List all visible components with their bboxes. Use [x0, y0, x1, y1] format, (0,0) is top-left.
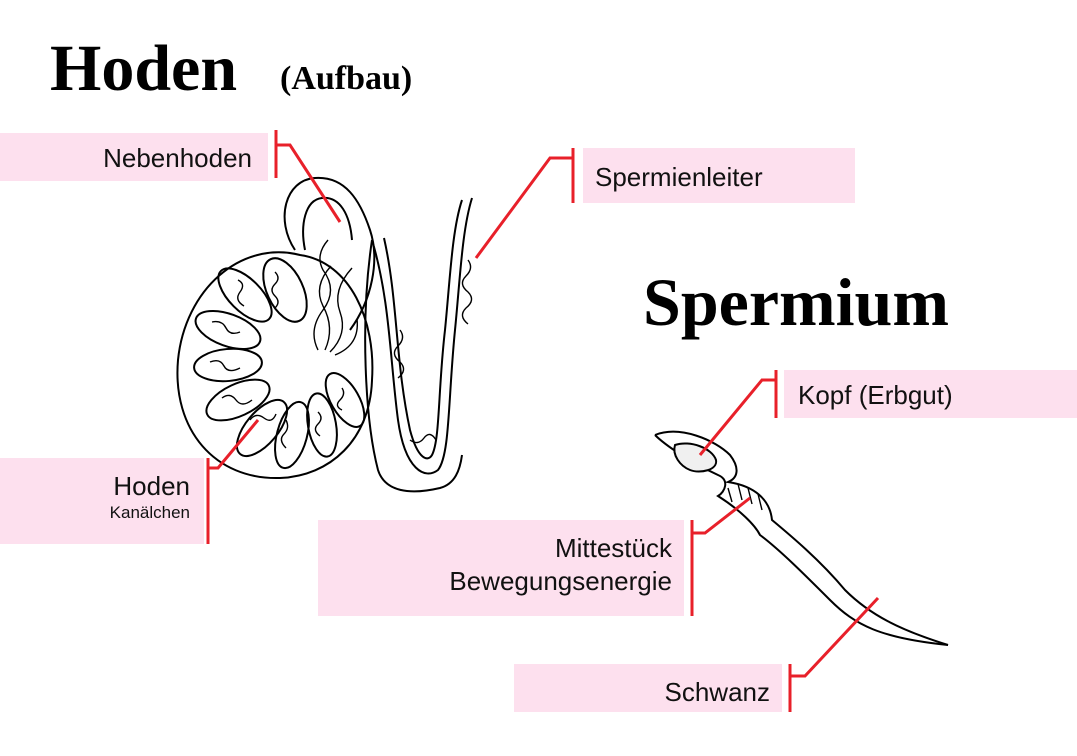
leader-schwanz — [788, 596, 880, 712]
leader-hoden — [206, 419, 260, 544]
label-hoden-subtext: Kanälchen — [109, 502, 190, 522]
label-kopf: Kopf (Erbgut) — [784, 370, 1077, 418]
leader-mittestueck — [690, 496, 751, 616]
leader-spermienleiter — [474, 148, 575, 259]
page-title: Hoden — [50, 32, 238, 105]
label-hoden-text: Hoden — [113, 471, 190, 501]
vas-deferens-coils — [393, 259, 473, 444]
label-spermienleiter-text: Spermienleiter — [595, 162, 763, 192]
testis-lobules — [193, 257, 366, 470]
label-schwanz: Schwanz — [514, 664, 782, 712]
page-subtitle: (Aufbau) — [280, 60, 413, 97]
label-nebenhoden: Nebenhoden — [0, 133, 268, 181]
label-schwanz-text: Schwanz — [664, 677, 771, 707]
testis-tubules — [209, 271, 345, 449]
sperm-illustration — [654, 430, 949, 646]
label-hoden: Hoden Kanälchen — [0, 458, 204, 544]
label-spermienleiter: Spermienleiter — [583, 148, 855, 203]
label-mittestueck-subtext: Bewegungsenergie — [449, 565, 672, 596]
spermium-title: Spermium — [643, 264, 949, 340]
sperm-midpiece-coils — [727, 483, 763, 511]
leader-lines — [206, 130, 880, 712]
testis-illustration — [176, 176, 473, 493]
label-mittestueck-text: Mittestück — [554, 533, 672, 563]
leader-kopf — [698, 370, 778, 456]
label-mittestueck: Mittestück Bewegungsenergie — [318, 520, 684, 616]
leader-nebenhoden — [274, 130, 342, 223]
label-kopf-text: Kopf (Erbgut) — [798, 380, 953, 410]
label-nebenhoden-text: Nebenhoden — [103, 143, 252, 173]
epididymis-ducts — [313, 239, 359, 356]
